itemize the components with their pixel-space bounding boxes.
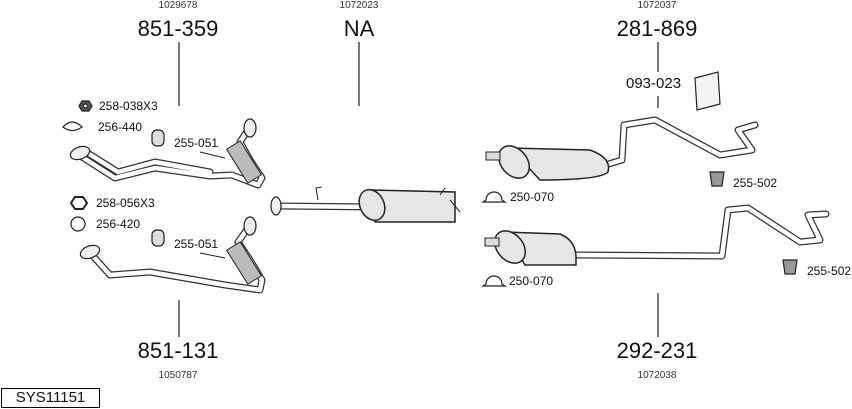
- part-number[interactable]: 851-359: [137, 16, 219, 41]
- flange-icon: [270, 196, 282, 216]
- system-code: SYS11151: [1, 388, 100, 408]
- accessory-label[interactable]: 250-070: [510, 190, 555, 204]
- ref-number: 1029678: [158, 0, 198, 11]
- accessory-label[interactable]: 255-051: [174, 136, 219, 150]
- nut-icon: [69, 196, 89, 210]
- part-number[interactable]: 851-131: [137, 338, 219, 363]
- part-number[interactable]: NA: [343, 16, 375, 41]
- flange-icon: [69, 145, 91, 161]
- accessory-label[interactable]: 258-056X3: [96, 196, 155, 210]
- rubber-hanger-icon: [782, 259, 798, 275]
- tail-pipe-lower: [484, 237, 500, 247]
- accessory-label[interactable]: 255-502: [807, 264, 852, 278]
- ref-number: 1072023: [339, 0, 379, 11]
- accessory-label[interactable]: 255-051: [174, 237, 219, 251]
- flange-icon: [243, 118, 257, 138]
- tail-pipe-upper: [485, 151, 501, 161]
- kit-box-icon: [694, 71, 721, 111]
- gasket-icon: [70, 216, 86, 232]
- accessory-label[interactable]: 250-070: [509, 274, 554, 288]
- flange-icon: [243, 216, 257, 236]
- clamp-icon: [481, 275, 507, 287]
- gasket-icon: [62, 121, 83, 132]
- kit-label[interactable]: 093-023: [626, 75, 682, 92]
- hanger-icon: [151, 129, 165, 147]
- hanger-icon: [151, 229, 165, 247]
- ref-number: 1050787: [158, 370, 198, 381]
- rear-pipe-upper: [601, 116, 759, 169]
- accessory-label[interactable]: 258-038X3: [99, 99, 158, 113]
- flex-section-upper: [225, 140, 263, 184]
- rubber-hanger-icon: [709, 171, 725, 187]
- flange-icon: [79, 244, 101, 260]
- rear-muffler-upper: [508, 147, 610, 181]
- accessory-label[interactable]: 256-420: [96, 217, 141, 231]
- accessory-label[interactable]: 255-502: [733, 176, 778, 190]
- part-number[interactable]: 281-869: [616, 16, 698, 41]
- ref-number: 1072037: [637, 0, 677, 11]
- clamp-icon: [481, 191, 507, 203]
- part-number[interactable]: 292-231: [616, 338, 698, 363]
- accessory-label[interactable]: 256-440: [98, 120, 143, 134]
- ref-number: 1072038: [637, 370, 677, 381]
- flex-section-lower: [225, 241, 263, 285]
